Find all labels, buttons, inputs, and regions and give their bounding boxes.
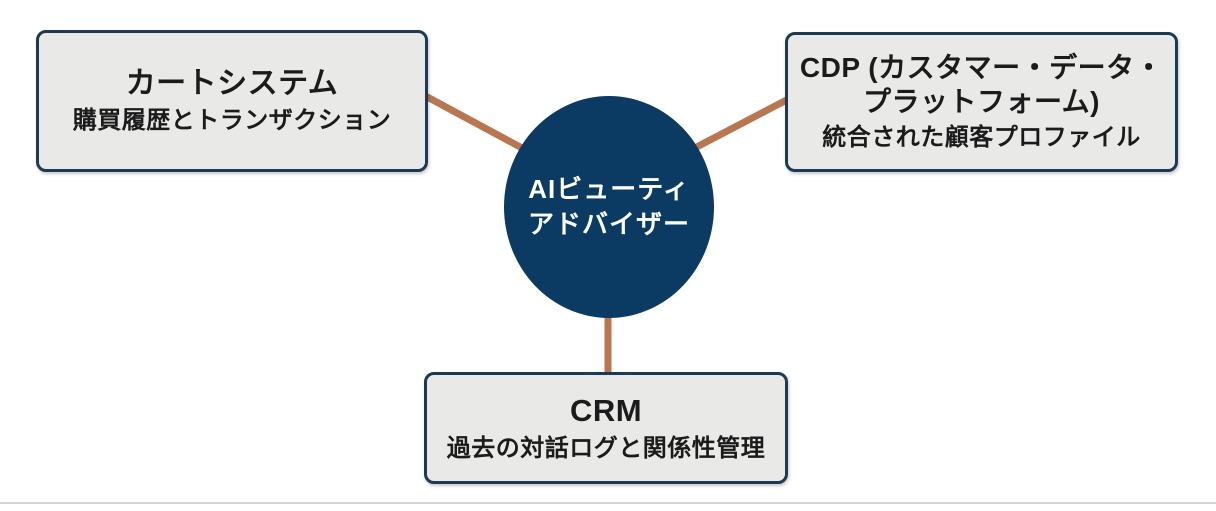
node-crm: CRM 過去の対話ログと関係性管理 [424, 372, 788, 484]
cdp-subtitle: 統合された顧客プロファイル [822, 124, 1141, 152]
cdp-title: CDP (カスタマー・データ・ プラットフォーム) [800, 51, 1163, 119]
center-node-ai-beauty-advisor: AIビューティ アドバイザー [504, 96, 714, 318]
cdp-title-line1: CDP (カスタマー・データ・ [799, 51, 1164, 83]
crm-title: CRM [569, 393, 643, 429]
node-cdp: CDP (カスタマー・データ・ プラットフォーム) 統合された顧客プロファイル [785, 32, 1178, 172]
center-label-line1: AIビューティ [528, 173, 690, 204]
node-cart-system: カートシステム 購買履歴とトランザクション [36, 30, 428, 172]
center-label-line2: アドバイザー [527, 209, 690, 239]
crm-subtitle: 過去の対話ログと関係性管理 [446, 434, 766, 462]
cart-system-subtitle: 購買履歴とトランザクション [72, 107, 392, 135]
bottom-divider [0, 502, 1216, 504]
cdp-title-line2: プラットフォーム) [863, 86, 1100, 117]
cart-system-title: カートシステム [125, 66, 339, 100]
